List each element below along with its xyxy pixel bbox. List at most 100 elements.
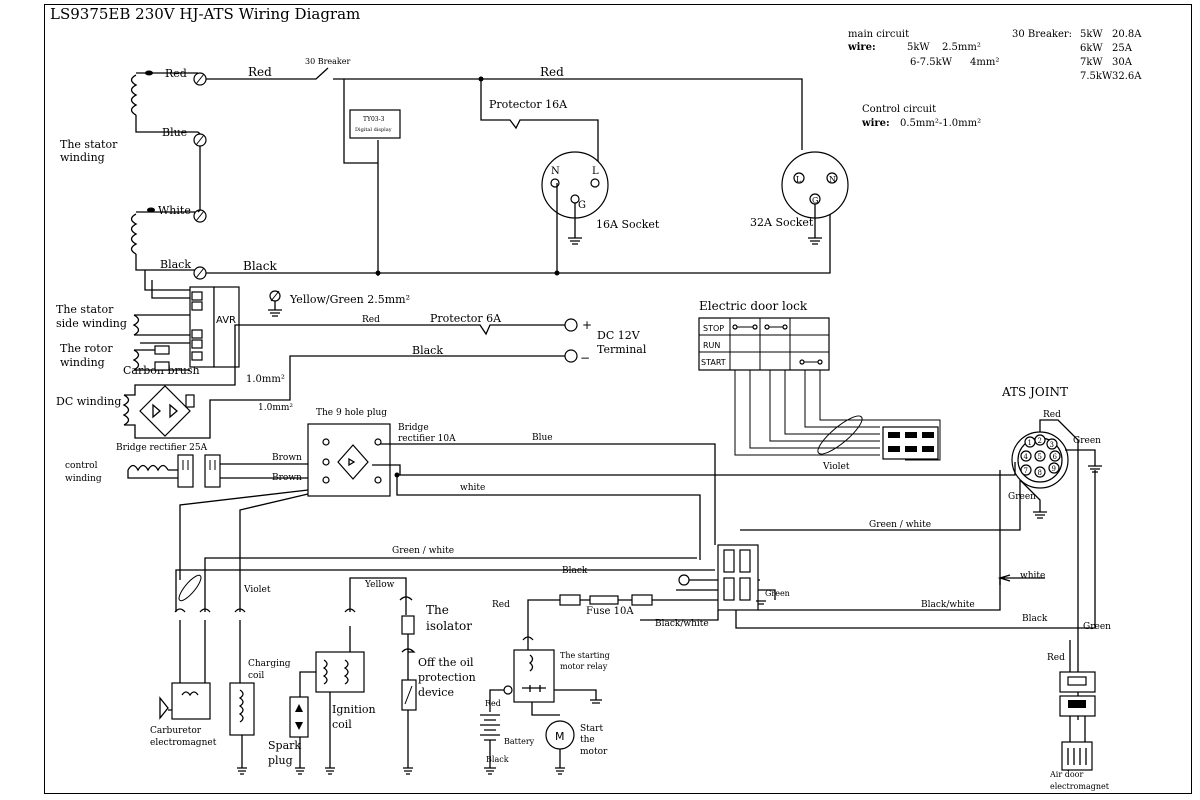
stator-side-label-2: side winding [56,317,127,330]
air-door-section: Red Air door electromagnet [1047,640,1110,791]
green-white-wire-1 [204,557,697,612]
white-wire [396,475,701,560]
yellow-green-label: Yellow/Green 2.5mm² [289,293,410,306]
control-wire-size: 0.5mm²-1.0mm² [900,118,981,129]
carb-label-2: electromagnet [150,738,217,748]
ats-pin-label: 2 [1038,437,1042,445]
control-winding-label-1: control [65,461,98,471]
socket-16a-label: 16A Socket [596,218,660,231]
mm-label-2: 1.0mm² [258,403,293,413]
socket-32a-n: N [829,175,836,184]
diagram-title: LS9375EB 230V HJ-ATS Wiring Diagram [50,5,360,23]
motor-m: M [555,730,565,743]
start-motor-label-3: motor [580,747,608,757]
wire-label-red-2: Red [248,65,272,79]
main-wire-label: wire: [847,42,876,53]
protector-6a-label: Protector 6A [430,312,502,325]
carbon-brush-a [154,345,170,355]
wire-label-black-2: Black [243,259,278,273]
white-label-2: white [460,483,485,493]
breaker-label: 30 Breaker [305,57,351,66]
stator-coil-2 [130,211,198,255]
ats-pin-label: 8 [1038,469,1042,477]
charging-section: Charging coil Carburetor electromagnet [150,620,291,775]
brown-label-1: Brown [272,453,302,463]
socket-32a-l: L [796,175,802,184]
stator-winding: Red Blue White Black The stator winding [60,67,207,280]
avr-label: AVR [216,315,236,326]
ats-pin [1034,466,1046,478]
main-circuit: 30 Breaker Red Red Protector 16A TY03-3 … [206,57,849,276]
charging-label-1: Charging [248,659,291,669]
ats-joint-title: ATS JOINT [1001,385,1068,399]
stator-winding-label-2: winding [60,151,105,164]
ignition-section: Yellow The isolator Off the oil protecti… [174,577,476,775]
bridge-10a-label-1: Bridge [398,423,429,433]
spec-table: main circuit wire: 5kW 2.5mm² 6-7.5kW 4m… [847,29,1142,129]
digital-display [349,109,401,139]
battery-label: Battery [504,737,535,746]
ats-pin [1046,438,1058,450]
isolator-label-2: isolator [426,619,472,633]
mm-label-1: 1.0mm² [246,374,285,385]
violet-wire [372,462,1016,476]
control-connector-b [204,454,221,488]
breaker-power-1: 5kW [1080,29,1103,40]
white-label-3: white [1020,571,1045,581]
carb-label-1: Carburetor [150,726,202,736]
socket-32a-g: G [812,196,818,205]
diagram-frame [44,4,1192,794]
ats-pin-label: 7 [1024,467,1028,475]
breaker-amps-1: 20.8A [1112,29,1142,40]
avr-section: The stator side winding The rotor windin… [56,270,647,453]
ignition-label-1: Ignition [332,703,376,716]
bridge-25a-label: Bridge rectifier 25A [116,443,208,453]
black-label-3: Black [562,566,588,576]
bridge-rectifier-25a [139,385,195,437]
nine-hole-label: The 9 hole plug [316,408,387,418]
protector-16a-wire [480,79,599,165]
air-door-label-2: electromagnet [1050,782,1110,791]
start-motor-label-1: Start [580,724,603,734]
red-wire-to-breaker [206,67,329,80]
ats-pin [1049,450,1061,462]
digital-display-label-1: TY03-3 [363,116,385,123]
charging-label-2: coil [248,671,264,681]
black-wire-4 [735,470,1096,629]
main-wire-size-2: 4mm² [970,57,999,68]
ats-pin [1020,450,1032,462]
ats-green-label-2: Green [1008,492,1036,502]
oil-label-1: Off the oil [418,656,474,669]
green-white-wire-2 [740,480,1021,531]
breaker-amps-4: 32.6A [1112,71,1142,82]
rotor-label-2: winding [60,356,105,369]
bridge-10a-label-2: rectifier 10A [398,434,456,444]
green-label-4: Green [1083,622,1111,632]
relay-label-2: motor relay [560,662,608,671]
main-circuit-label: main circuit [848,29,909,40]
control-winding-label-2: winding [65,474,102,484]
dc-plus-sign: + [582,318,592,332]
ats-red-label: Red [1043,410,1061,420]
breaker-power-4: 7.5kW [1080,71,1113,82]
breaker-amps-2: 25A [1112,43,1133,54]
ats-pin-label: 6 [1053,453,1058,461]
violet-label-1: Violet [243,585,271,595]
spark-plug [289,696,309,738]
ats-pin-label: 5 [1038,453,1042,461]
starter-section: The starting motor relay Red Battery Bla… [480,636,610,775]
control-section: control winding Brown Brown The 9 hole p… [65,408,1016,612]
socket-16a-ground [568,237,582,245]
black-control-wire [175,569,715,612]
control-wire-label: wire: [861,118,890,129]
air-door-electromagnet [1061,741,1093,771]
wire-label-red: Red [165,67,187,80]
green-white-label-1: Green / white [392,546,454,556]
blue-label-2: Blue [532,433,553,443]
black-white-wire-1 [758,470,1001,611]
ats-ground-2 [1033,511,1047,519]
ats-pin-label: 3 [1050,441,1054,449]
starting-motor-relay [513,649,555,703]
wire-label-white: White [158,204,191,217]
